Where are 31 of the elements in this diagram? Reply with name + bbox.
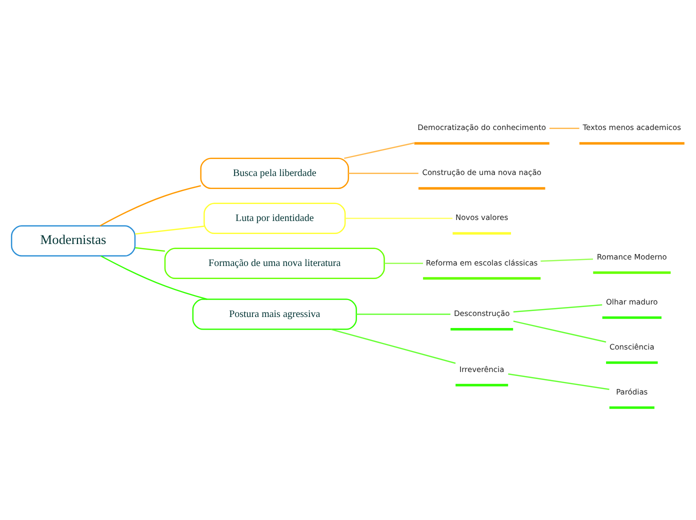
connector [384,262,423,264]
node-box: Busca pela liberdade [200,157,350,188]
connector [540,258,593,262]
node-text: Olhar maduro [606,296,658,306]
connector [330,328,456,364]
node-text: Paródias [616,386,648,396]
connector [356,313,450,314]
node-text: Romance Moderno [596,252,667,261]
node-text: Reforma em escolas clássicas [426,258,538,267]
node-box: Modernistas [10,224,136,256]
connector [344,142,414,158]
connector [100,184,201,226]
node-text: Novos valores [455,212,508,222]
node-text: Democratização do conhecimento [418,122,546,132]
connector [100,254,208,300]
connector [549,127,580,128]
connector [508,372,610,390]
connector [135,225,204,234]
connector [513,320,606,342]
connector [513,304,602,312]
connector [135,246,165,252]
node-box: Luta por identidade [204,202,346,234]
node-text: Desconstrução [454,308,510,318]
node-text: Irreverência [459,364,504,374]
node-text: Textos menos academicos [582,122,682,132]
node-box: Postura mais agressiva [192,298,357,330]
node-text: Consciência [609,342,654,351]
connector [345,217,452,219]
connector [348,172,418,174]
node-box: Formação de uma nova literatura [164,247,385,279]
node-text: Construção de uma nova nação [422,168,542,177]
